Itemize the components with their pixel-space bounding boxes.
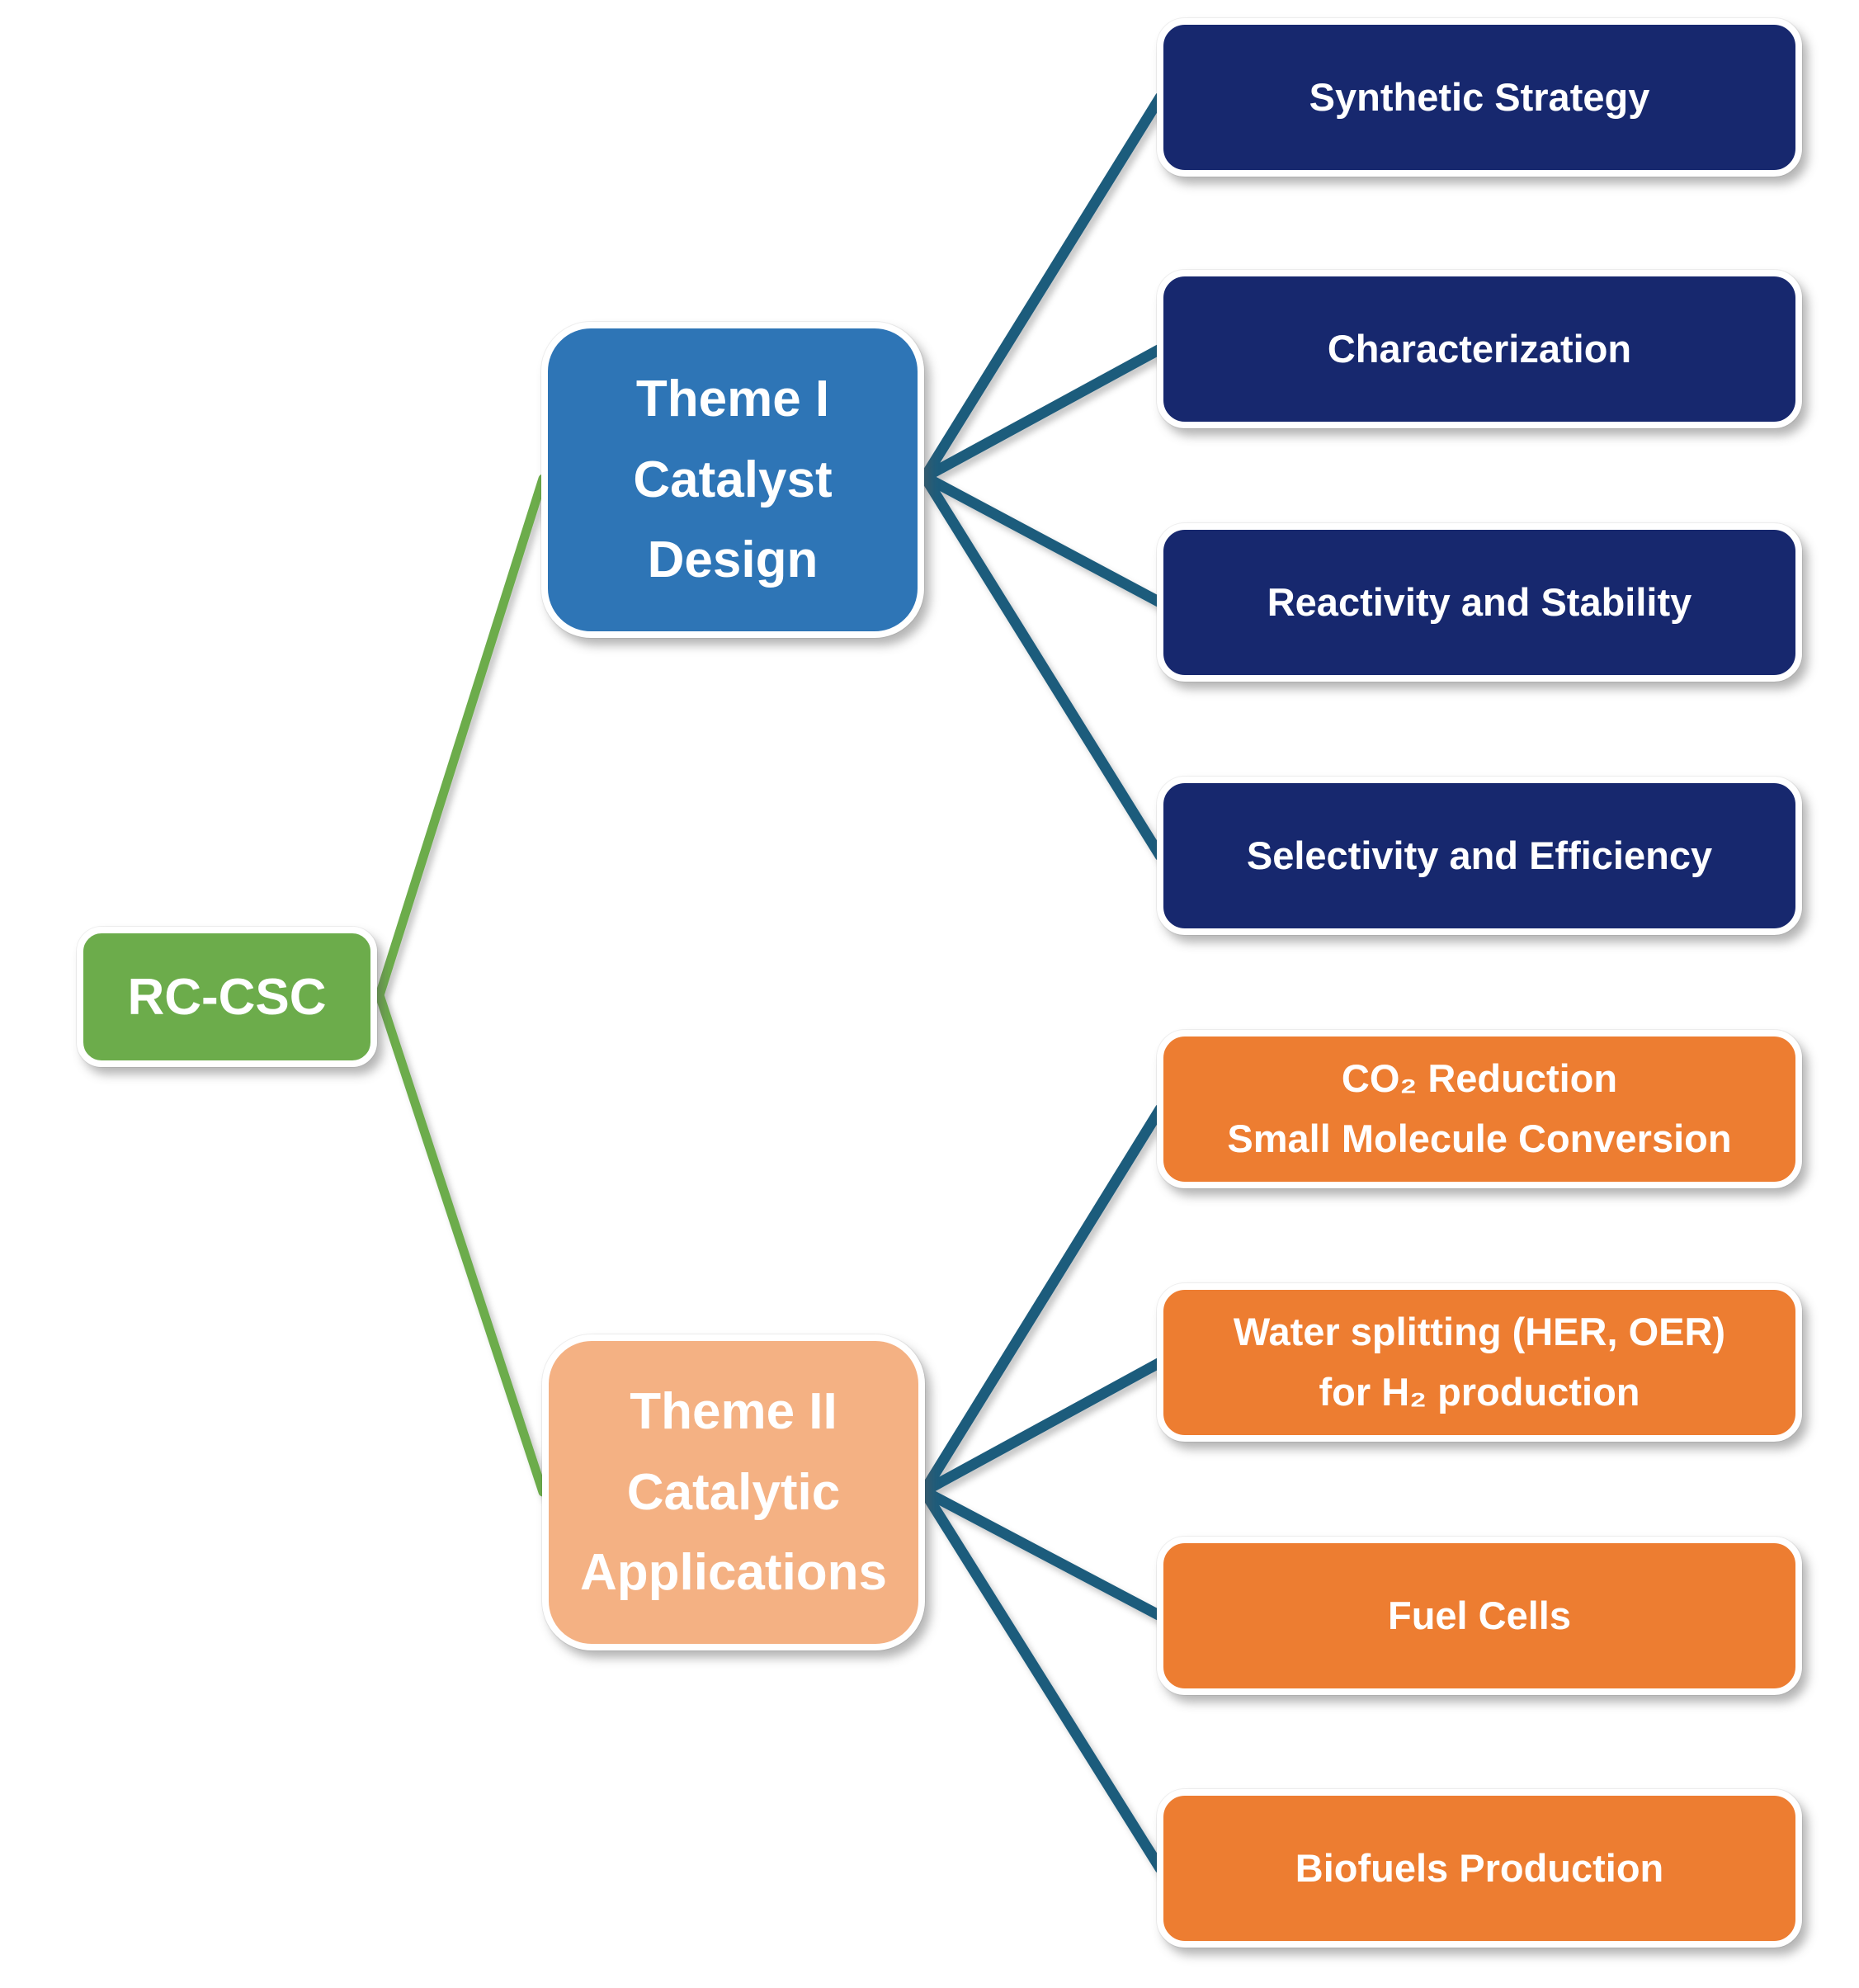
node-fuel-cells-label: Fuel Cells: [1387, 1593, 1571, 1637]
node-reactivity-and-stability: Reactivity and Stability: [1157, 523, 1802, 682]
node-biofuels-production-label: Biofuels Production: [1295, 1845, 1664, 1890]
node-water-splitting-line2: for H₂ production: [1319, 1370, 1640, 1414]
node-co2-reduction-line2: Small Molecule Conversion: [1227, 1117, 1732, 1160]
edge-theme1-leaf2: [919, 343, 1166, 483]
edge-theme1-leaf1: [919, 92, 1166, 483]
node-theme2-line3: Applications: [579, 1544, 888, 1602]
node-theme1-catalyst-design: Theme I Catalyst Design: [541, 322, 924, 638]
node-co2-reduction-line1: CO₂ Reduction: [1341, 1056, 1618, 1101]
node-fuel-cells: Fuel Cells: [1157, 1537, 1802, 1695]
node-theme2-line2: Catalytic: [626, 1463, 841, 1521]
node-biofuels-production: Biofuels Production: [1157, 1789, 1802, 1948]
node-selectivity-and-efficiency-label: Selectivity and Efficiency: [1246, 833, 1713, 877]
edge-theme2-leaf2: [918, 1357, 1166, 1497]
node-theme1-line2: Catalyst: [633, 451, 833, 508]
node-reactivity-and-stability-label: Reactivity and Stability: [1267, 579, 1692, 624]
node-synthetic-strategy-label: Synthetic Strategy: [1309, 74, 1650, 119]
edge-theme1-leaf3: [919, 471, 1166, 608]
node-characterization-label: Characterization: [1327, 326, 1632, 371]
node-theme1-line3: Design: [647, 531, 819, 589]
node-water-splitting-line1: Water splitting (HER, OER): [1233, 1310, 1726, 1354]
edge-theme1-leaf4: [919, 471, 1166, 862]
node-selectivity-and-efficiency: Selectivity and Efficiency: [1157, 777, 1802, 935]
edge-theme2-leaf1: [918, 1103, 1166, 1497]
node-rc-csc-label: RC-CSC: [127, 968, 327, 1026]
node-co2-reduction: CO₂ Reduction Small Molecule Conversion: [1157, 1030, 1802, 1188]
node-synthetic-strategy: Synthetic Strategy: [1157, 18, 1802, 177]
edge-theme2-leaf4: [918, 1485, 1166, 1874]
edge-theme2-leaf3: [918, 1485, 1166, 1622]
node-theme2-line1: Theme II: [630, 1382, 837, 1440]
edge-root-theme1: [375, 474, 548, 1000]
node-theme2-catalytic-applications: Theme II Catalytic Applications: [542, 1334, 925, 1650]
node-theme1-line1: Theme I: [635, 370, 830, 427]
node-water-splitting: Water splitting (HER, OER) for H₂ produc…: [1157, 1283, 1802, 1442]
node-rc-csc: RC-CSC: [77, 927, 377, 1067]
node-characterization: Characterization: [1157, 270, 1802, 428]
edge-root-theme2: [375, 990, 548, 1497]
